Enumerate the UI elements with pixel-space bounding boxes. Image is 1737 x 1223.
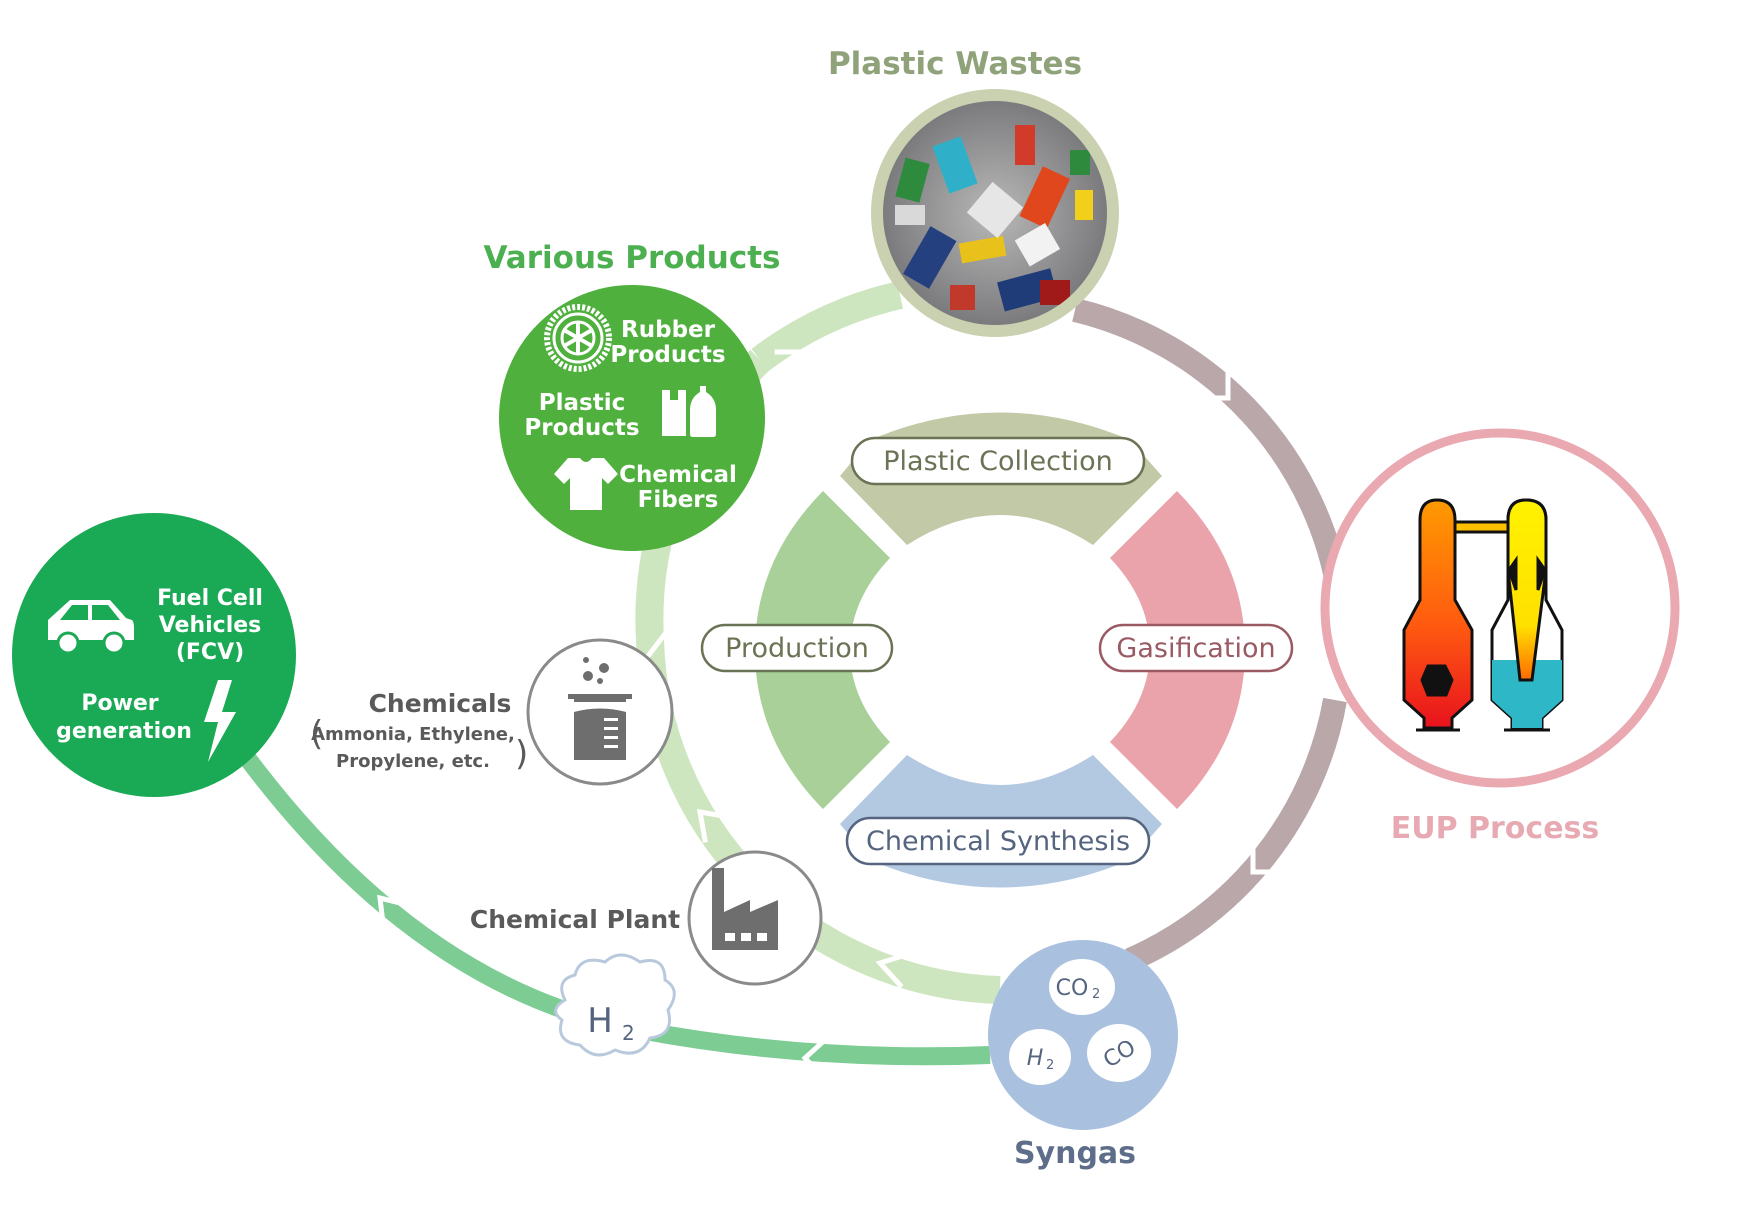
co2-cloud: CO 2 [1049, 959, 1115, 1015]
paren-left: ( [310, 714, 323, 754]
stage-label: Plastic Collection [883, 446, 1112, 477]
lightning-bolt-icon [204, 680, 236, 762]
stage-label: Chemical Synthesis [866, 826, 1130, 857]
product-label: Plastic [539, 390, 625, 416]
gasifier-furnace-icon [1402, 498, 1564, 732]
h2-syngas-label: H [1027, 1046, 1044, 1071]
arrow-arc-products-to-wastes [751, 281, 904, 372]
arrow-head-icon [1250, 832, 1293, 875]
arrow-head-icon [641, 626, 704, 664]
eup-process-node: EUP Process [1320, 428, 1680, 846]
arrow-head-icon [1189, 359, 1231, 401]
arrow-head-icon [801, 1026, 840, 1089]
arrow-head-icon [696, 808, 738, 843]
beaker-icon [568, 657, 632, 760]
hydrogen-cloud: H 2 [554, 953, 676, 1057]
arrow-head-icon [377, 894, 416, 943]
tire-icon [544, 304, 612, 372]
stage-pill-plastic-collection[interactable]: Plastic Collection [850, 436, 1146, 486]
product-label: Products [610, 342, 725, 368]
stage-label: Production [725, 633, 869, 664]
chemicals-title: Chemicals [369, 689, 512, 718]
stage-pill-chemical-synthesis[interactable]: Chemical Synthesis [845, 816, 1151, 866]
chemicals-detail: Ammonia, Ethylene, [311, 724, 515, 745]
arrow-head-icon [875, 949, 916, 989]
h2-label-sub: 2 [622, 1021, 635, 1045]
paren-right: ) [515, 734, 528, 774]
car-icon [48, 600, 134, 655]
power-label: Power [81, 691, 158, 716]
arrow-arc-wastes-to-eup [1072, 298, 1352, 602]
fcv-power-circle: Fuel Cell Vehicles (FCV) Power generatio… [12, 513, 296, 797]
stage-pill-gasification[interactable]: Gasification [1098, 623, 1294, 673]
co-cloud: CO [1087, 1024, 1151, 1082]
co2-label: CO [1056, 976, 1089, 1001]
chemicals-node: Chemicals ( Ammonia, Ethylene, Propylene… [310, 638, 674, 786]
power-label: generation [56, 719, 192, 744]
chemical-plant-node: Chemical Plant [470, 850, 823, 986]
stage-pill-production[interactable]: Production [700, 623, 894, 673]
fcv-label: Vehicles [159, 613, 262, 638]
arrow-head-icon [774, 349, 817, 391]
t-shirt-icon [554, 458, 618, 510]
eup-process-title: EUP Process [1391, 811, 1600, 846]
plastic-wastes-title: Plastic Wastes [828, 46, 1082, 82]
chemicals-detail: Propylene, etc. [336, 751, 490, 772]
fcv-label: (FCV) [176, 640, 244, 665]
product-label: Rubber [621, 317, 716, 343]
factory-icon [712, 868, 778, 950]
chemical-plant-title: Chemical Plant [470, 905, 680, 934]
various-products-title: Various Products [484, 240, 781, 276]
product-label: Products [524, 415, 639, 441]
h2-syngas-cloud: H 2 [1009, 1029, 1071, 1085]
plastic-wastes-photo [871, 89, 1119, 337]
fcv-label: Fuel Cell [157, 586, 263, 611]
stage-label: Gasification [1116, 633, 1275, 664]
syngas-node: CO 2 H 2 CO Syngas [988, 940, 1178, 1171]
arrow-arc-eup-to-syngas [1125, 697, 1347, 972]
h2-label-base: H [587, 1001, 613, 1041]
plastic-bag-bottle-icon [662, 386, 716, 437]
product-label: Chemical [619, 462, 737, 488]
various-products-circle: Rubber Products Plastic Products Chemica… [499, 285, 765, 551]
syngas-title: Syngas [1014, 1136, 1136, 1171]
product-label: Fibers [638, 487, 719, 513]
h2-syngas-subscript: 2 [1046, 1058, 1054, 1073]
co2-subscript: 2 [1092, 987, 1100, 1002]
